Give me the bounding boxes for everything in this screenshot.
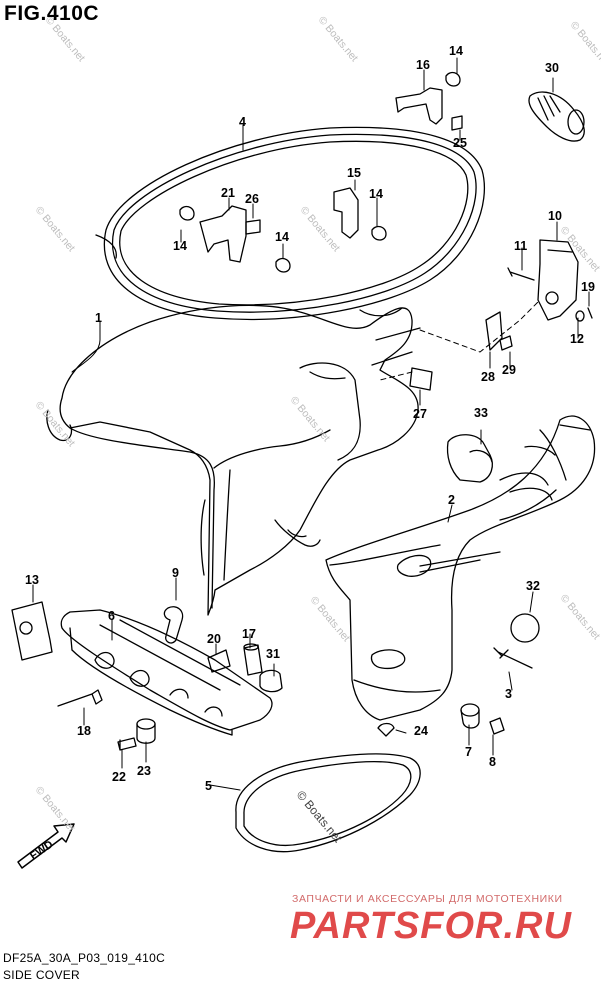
callout-3: 3 xyxy=(505,687,512,701)
watermark-site-6: © Boats.net xyxy=(558,224,601,274)
watermark-site-3: © Boats.net xyxy=(568,19,601,69)
watermark-site-8: © Boats.net xyxy=(288,394,333,444)
watermark-site-7: © Boats.net xyxy=(33,399,78,449)
callout-2: 2 xyxy=(448,493,455,507)
callout-5: 5 xyxy=(205,779,212,793)
side-cover-upper-part xyxy=(46,304,421,616)
callout-13: 13 xyxy=(25,573,39,587)
callout-25: 25 xyxy=(453,136,467,150)
callout-15: 15 xyxy=(347,166,361,180)
side-cover-lower-part xyxy=(325,415,596,721)
callout-28: 28 xyxy=(481,370,495,384)
pin-19-part xyxy=(587,307,593,319)
callout-23: 23 xyxy=(137,764,151,778)
bolt-29-part xyxy=(499,335,513,351)
watermark-site-10: © Boats.net xyxy=(558,592,601,642)
callout-1: 1 xyxy=(95,311,102,325)
fwd-label: FWD xyxy=(28,839,56,863)
callout-12: 12 xyxy=(570,332,584,346)
callout-17: 17 xyxy=(242,627,256,641)
callout-30: 30 xyxy=(545,61,559,75)
callout-32: 32 xyxy=(526,579,540,593)
bolt-26-part xyxy=(245,219,261,235)
plug-32-part xyxy=(510,613,540,643)
callout-24: 24 xyxy=(414,724,428,738)
watermark-site-5: © Boats.net xyxy=(298,204,343,254)
callout-14c: 14 xyxy=(275,230,289,244)
collar-7-part xyxy=(460,703,480,729)
watermark-site-4: © Boats.net xyxy=(33,204,78,254)
clip-20-part xyxy=(207,649,231,673)
bracket-16-part xyxy=(395,87,443,125)
callout-27: 27 xyxy=(413,407,427,421)
fwd-arrow-icon xyxy=(17,823,75,869)
lever-28-part xyxy=(485,311,503,351)
watermark-site-main: © Boats.net xyxy=(294,788,346,846)
clip-24-part xyxy=(377,722,395,737)
bolt-8-part xyxy=(489,717,505,735)
lower-seal-part xyxy=(235,753,421,853)
shop-logo-watermark: PARTSFOR.RU xyxy=(290,905,572,947)
callout-7: 7 xyxy=(465,745,472,759)
bolt-25-part xyxy=(451,115,463,131)
callout-6: 6 xyxy=(108,609,115,623)
callout-31: 31 xyxy=(266,647,280,661)
bottom-bracket-part xyxy=(60,609,273,736)
callout-26: 26 xyxy=(245,192,259,206)
latch-10-part xyxy=(537,239,579,321)
callout-29: 29 xyxy=(502,363,516,377)
callout-18: 18 xyxy=(77,724,91,738)
bracket-21-part xyxy=(199,205,247,263)
hook-9-part xyxy=(163,606,184,644)
callout-16: 16 xyxy=(416,58,430,72)
grommet-30-part xyxy=(528,91,585,142)
callout-9: 9 xyxy=(172,566,179,580)
callout-19: 19 xyxy=(581,280,595,294)
watermark-site-9: © Boats.net xyxy=(308,594,353,644)
grommet-17-part xyxy=(243,643,263,676)
bolt-22-part xyxy=(117,737,137,751)
grommet-33-part xyxy=(446,434,493,483)
watermark-site-2: © Boats.net xyxy=(316,14,361,64)
cushion-14-part xyxy=(179,71,461,273)
callout-33: 33 xyxy=(474,406,488,420)
pad-13-part xyxy=(11,601,53,661)
callout-21: 21 xyxy=(221,186,235,200)
bolt-3-part xyxy=(493,647,533,669)
collar-23-part xyxy=(136,718,156,744)
clip-31-part xyxy=(259,669,283,693)
figure-title: FIG.410C xyxy=(4,2,100,25)
callout-22: 22 xyxy=(112,770,126,784)
seal-ring-part xyxy=(95,126,486,321)
callout-14b: 14 xyxy=(173,239,187,253)
shop-tagline-watermark: ЗАПЧАСТИ И АКСЕССУАРЫ ДЛЯ МОТОТЕХНИКИ xyxy=(292,893,563,905)
pad-27-part xyxy=(409,367,433,391)
bracket-15-part xyxy=(333,187,359,239)
callout-20: 20 xyxy=(207,632,221,646)
bolt-18-part xyxy=(57,689,103,707)
callout-11: 11 xyxy=(514,239,527,253)
callout-4: 4 xyxy=(239,115,246,129)
callout-8: 8 xyxy=(489,755,496,769)
figure-code: DF25A_30A_P03_019_410C xyxy=(3,951,166,965)
callout-14d: 14 xyxy=(369,187,383,201)
washer-12-part xyxy=(575,310,585,322)
bolt-11-part xyxy=(507,267,535,281)
figure-caption: SIDE COVER xyxy=(3,968,81,982)
callout-14a: 14 xyxy=(449,44,463,58)
callout-10: 10 xyxy=(548,209,562,223)
